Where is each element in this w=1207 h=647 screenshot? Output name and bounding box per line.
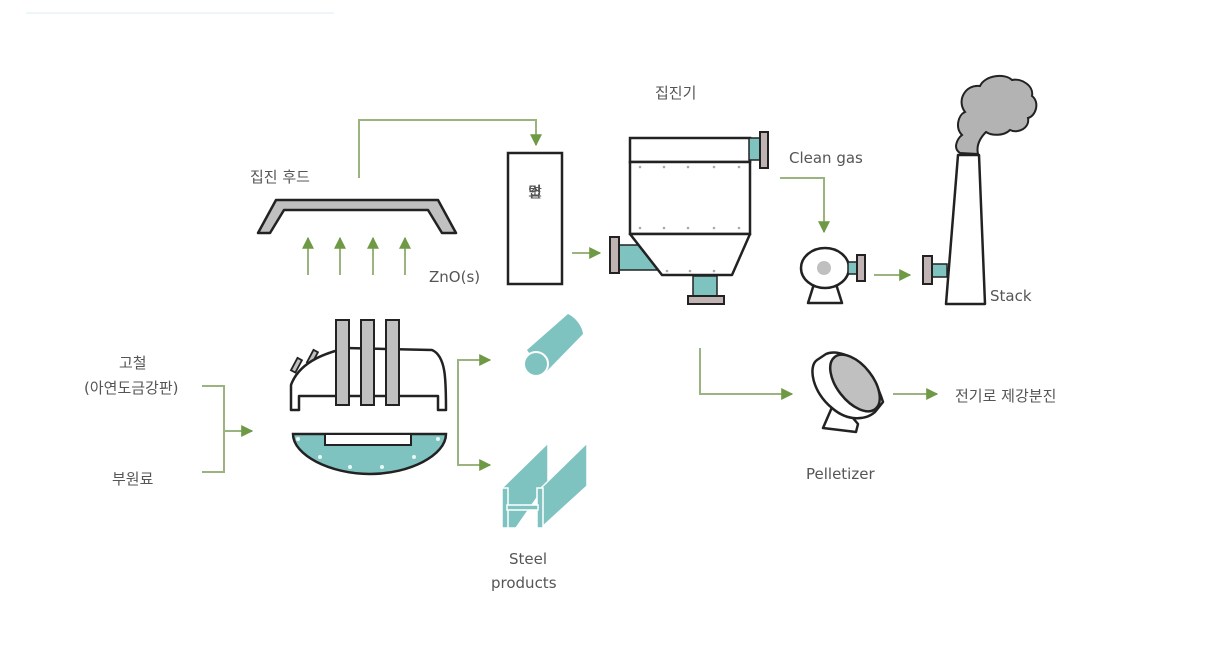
eaf-dust-label: 전기로 제강분진 xyxy=(955,387,1057,405)
stack-label: Stack xyxy=(990,287,1032,305)
flow-lines xyxy=(202,119,939,473)
combustion-tower-char-1: 연 xyxy=(528,183,542,201)
scrap-label-line1: 고철 xyxy=(119,354,147,372)
fan-shape xyxy=(799,246,866,305)
collector-rivets xyxy=(638,165,741,273)
edge-raw-bracket xyxy=(202,385,225,473)
steel-bar-shape xyxy=(523,314,583,377)
pelletizer-shape xyxy=(811,351,885,434)
h-beam-shape xyxy=(501,441,588,530)
steel-products-label-line1: Steel xyxy=(509,550,548,568)
collection-hood-label: 집진 후드 xyxy=(250,168,310,186)
clean-gas-label: Clean gas xyxy=(789,149,863,167)
furnace-bath-dots xyxy=(296,437,440,469)
combustion-tower-shape xyxy=(506,151,564,286)
edge-collector-to-pelletizer xyxy=(699,348,794,400)
edge-furnace-products-bracket xyxy=(457,359,488,466)
collection-hood-shape xyxy=(256,198,458,235)
steel-products-label-line2: products xyxy=(491,574,557,592)
edge-hood-to-tower xyxy=(358,119,542,178)
edge-collector-to-fan xyxy=(780,177,830,234)
scrap-label-line2: (아연도금강판) xyxy=(84,379,179,397)
combustion-tower-char-3: 탑 xyxy=(528,183,542,201)
pelletizer-label: Pelletizer xyxy=(806,465,875,483)
smoke xyxy=(955,74,1038,156)
combustion-tower-char-2: 소 xyxy=(528,183,542,201)
zno-label: ZnO(s) xyxy=(429,268,481,286)
electric-arc-furnace-shape xyxy=(289,319,448,476)
sub-materials-label: 부원료 xyxy=(112,470,154,488)
dust-collector-shape xyxy=(609,131,769,305)
dust-collector-label: 집진기 xyxy=(655,84,697,102)
stack-shape xyxy=(922,74,1038,306)
top-divider xyxy=(26,2,334,14)
